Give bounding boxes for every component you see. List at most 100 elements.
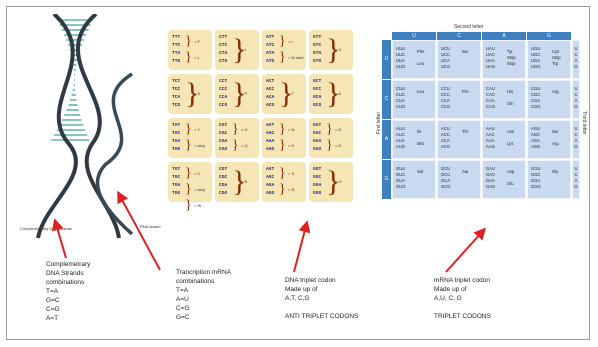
note-line: ANTI TRIPLET CODONS xyxy=(285,313,359,320)
note-line: Made up of xyxy=(285,286,318,293)
amino-acid-label: = D xyxy=(335,127,342,132)
brace-icon: } xyxy=(185,182,192,197)
codon: AGA xyxy=(266,183,275,188)
brace-icon: } xyxy=(185,122,192,137)
codon: AAG xyxy=(266,147,275,152)
rna-strand xyxy=(95,72,134,236)
brace-icon: } xyxy=(185,77,200,110)
first-letter-header: U xyxy=(382,40,391,79)
arrow-mrna-codon xyxy=(445,227,487,273)
codon-list: UUU UUC UUA UUG xyxy=(396,46,406,69)
amino-acid-label: Pro xyxy=(462,89,469,94)
second-letter-title: Second letter xyxy=(454,24,484,30)
complementary-strands-label: Complementary DNA strands xyxy=(20,226,72,231)
codon: TTT xyxy=(172,35,181,40)
codon: GTA xyxy=(313,51,322,56)
brace-icon: } xyxy=(279,182,286,197)
codon: AAA xyxy=(266,139,275,144)
codon: AAT xyxy=(266,123,275,128)
brace-icon: } xyxy=(185,34,192,49)
amino-acid-label: = E xyxy=(335,143,342,148)
note-line: T=A xyxy=(46,288,59,295)
codon: GCG xyxy=(313,103,322,108)
codon: GTG xyxy=(313,59,322,64)
codon-list: CUU CUC CUA CUG xyxy=(396,86,406,109)
note-line: Complemetrary xyxy=(46,261,91,268)
codon: GAT xyxy=(313,123,322,128)
codon: TCG xyxy=(172,103,181,108)
amino-acid-label: = L xyxy=(194,55,200,60)
brace-icon: } xyxy=(326,138,333,153)
amino-acid-label: = S xyxy=(194,91,201,96)
codon: GTC xyxy=(313,43,322,48)
note-line: TRIPLET CODONS xyxy=(434,313,491,320)
codon: ATA xyxy=(266,51,275,56)
codon: ACT xyxy=(266,79,275,84)
brace-icon: } xyxy=(185,166,192,181)
amino-acid-label: Asp Glu xyxy=(507,169,515,186)
amino-acid-label: Arg xyxy=(552,89,559,94)
amino-acid-label: = K xyxy=(288,143,295,148)
mrna-table-cell: AAU AAC AAA AAG Asn Lys xyxy=(482,120,526,159)
amino-acid-label: Val xyxy=(417,169,423,174)
note-line: combinations xyxy=(46,279,85,286)
codon-list: AAU AAC AAA AAG xyxy=(486,126,495,149)
codon: GGC xyxy=(313,175,322,180)
amino-acid-label: Asn Lys xyxy=(507,129,515,146)
codon-list: AUU AUC AUA AUG xyxy=(396,126,406,149)
codon: CCA xyxy=(219,95,228,100)
codon: TGG xyxy=(172,191,181,196)
codon: CAT xyxy=(219,123,228,128)
amino-acid-label: = T xyxy=(288,91,294,96)
amino-acid-label: Tyr Stop Stop xyxy=(507,49,516,66)
codon: TAA xyxy=(172,139,181,144)
second-letter-header: U xyxy=(392,32,436,40)
codon-list: GGU GGC GGA GGG xyxy=(531,166,541,189)
brace-icon: } xyxy=(185,198,192,213)
codon: CGA xyxy=(219,183,228,188)
codon: CAG xyxy=(219,147,228,152)
codon: GGA xyxy=(313,183,322,188)
second-letter-header: C xyxy=(437,32,481,40)
codon: TCA xyxy=(172,95,181,100)
codon: CTG xyxy=(219,59,228,64)
codon: ACA xyxy=(266,95,275,100)
note-line: C=G xyxy=(46,306,60,313)
second-letter-header: A xyxy=(482,32,526,40)
codon: CTA xyxy=(219,51,228,56)
note-line: DNA triplet codon xyxy=(285,277,336,284)
amino-acid-label: Ser xyxy=(462,49,469,54)
codon-list: UCU UCC UCA UCG xyxy=(441,46,451,69)
codon: ATC xyxy=(266,43,275,48)
codon: GAA xyxy=(313,139,322,144)
codon-list: UGU UGC UGA UGG xyxy=(531,46,541,69)
amino-acid-label: = V xyxy=(335,47,342,52)
amino-acid-label: = C xyxy=(194,171,201,176)
codon-list: CCU CCC CCA CCG xyxy=(441,86,451,109)
codon: TCT xyxy=(172,79,181,84)
codon: CTT xyxy=(219,35,228,40)
note-line: C=G xyxy=(176,305,190,312)
codon-list: ACU ACC ACA ACG xyxy=(441,126,451,149)
mrna-table-cell: UCU UCC UCA UCG Ser xyxy=(437,40,481,79)
third-letter-column: U C A G xyxy=(572,160,580,199)
amino-acid-label: = I xyxy=(288,39,293,44)
brace-icon: } xyxy=(185,138,192,153)
amino-acid-label: Thr xyxy=(462,129,469,134)
